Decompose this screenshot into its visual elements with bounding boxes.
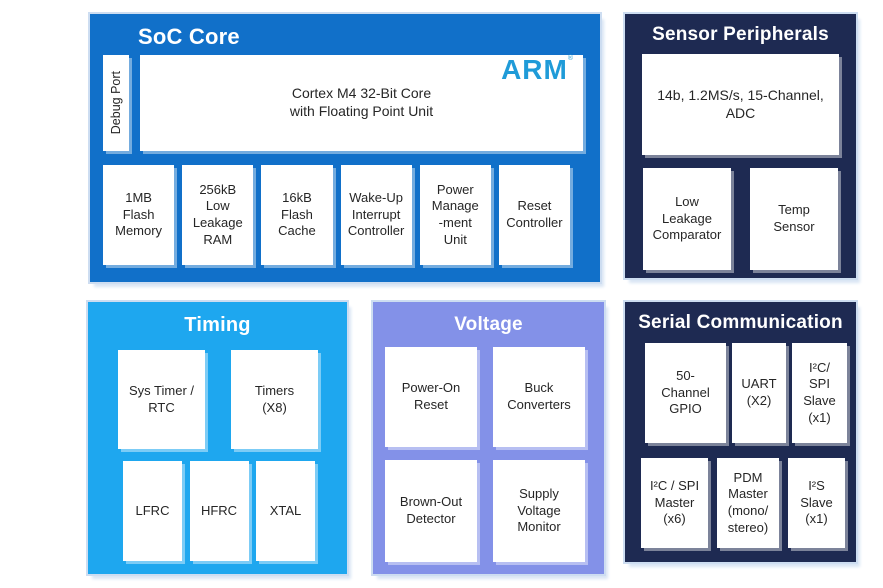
box-timers-x8: Timers (X8) [231, 350, 318, 449]
soc-core-cpu-row: Debug Port ARM® Cortex M4 32-Bit Core wi… [103, 54, 583, 151]
box-power-management-unit: Power Manage -ment Unit [419, 165, 491, 265]
box-256kb-low-leakage-ram: 256kB Low Leakage RAM [182, 165, 254, 265]
box-i2c-spi-slave: I²C/ SPI Slave (x1) [792, 343, 847, 443]
box-buck-converters: Buck Converters [493, 347, 585, 447]
arm-logo-text: ARM [501, 54, 568, 85]
serial-communication-title: Serial Communication [638, 312, 843, 333]
box-lfrc: LFRC [123, 461, 182, 561]
cortex-core-label: Cortex M4 32-Bit Core with Floating Poin… [289, 85, 434, 119]
box-16kb-flash-cache: 16kB Flash Cache [261, 165, 333, 265]
box-reset-controller: Reset Controller [498, 165, 571, 265]
arm-trademark-icon: ® [567, 55, 573, 62]
box-debug-port: Debug Port [103, 55, 129, 151]
box-i2c-spi-master: I²C / SPI Master (x6) [641, 458, 708, 548]
voltage-row-1: Power-On Reset Buck Converters [385, 347, 585, 447]
soc-core-title: SoC Core [138, 24, 240, 49]
box-i2s-slave: I²S Slave (x1) [788, 458, 845, 548]
debug-port-label: Debug Port [109, 71, 123, 135]
panel-timing: Timing Sys Timer / RTC Timers (X8) LFRC … [88, 302, 347, 574]
timing-row-2: LFRC HFRC XTAL [123, 461, 315, 561]
panel-voltage: Voltage Power-On Reset Buck Converters B… [373, 302, 604, 574]
timing-row-1: Sys Timer / RTC Timers (X8) [118, 350, 318, 449]
arm-logo: ARM® [501, 54, 573, 86]
box-sys-timer-rtc: Sys Timer / RTC [118, 350, 205, 449]
box-wake-up-interrupt-controller: Wake-Up Interrupt Controller [340, 165, 412, 265]
sensor-peripherals-row: Low Leakage Comparator Temp Sensor [643, 168, 838, 270]
box-50-channel-gpio: 50- Channel GPIO [645, 343, 726, 443]
voltage-row-2: Brown-Out Detector Supply Voltage Monito… [385, 460, 585, 562]
box-temp-sensor: Temp Sensor [750, 168, 838, 270]
box-hfrc: HFRC [189, 461, 249, 561]
serial-row-2: I²C / SPI Master (x6) PDM Master (mono/ … [641, 458, 845, 548]
box-adc: 14b, 1.2MS/s, 15-Channel, ADC [642, 54, 839, 155]
box-brown-out-detector: Brown-Out Detector [385, 460, 477, 562]
box-cortex-m4-core: ARM® Cortex M4 32-Bit Core with Floating… [140, 54, 583, 151]
box-supply-voltage-monitor: Supply Voltage Monitor [493, 460, 585, 562]
panel-sensor-peripherals: Sensor Peripherals 14b, 1.2MS/s, 15-Chan… [625, 14, 856, 278]
box-power-on-reset: Power-On Reset [385, 347, 477, 447]
panel-soc-core: SoC Core Debug Port ARM® Cortex M4 32-Bi… [90, 14, 600, 282]
soc-core-memory-row: 1MB Flash Memory 256kB Low Leakage RAM 1… [103, 165, 571, 265]
box-xtal: XTAL [256, 461, 315, 561]
serial-row-1: 50- Channel GPIO UART (X2) I²C/ SPI Slav… [645, 343, 847, 443]
panel-serial-communication: Serial Communication 50- Channel GPIO UA… [625, 302, 856, 562]
voltage-title: Voltage [454, 314, 523, 335]
box-1mb-flash-memory: 1MB Flash Memory [103, 165, 175, 265]
box-pdm-master: PDM Master (mono/ stereo) [717, 458, 779, 548]
box-uart-x2: UART (X2) [732, 343, 786, 443]
box-low-leakage-comparator: Low Leakage Comparator [643, 168, 731, 270]
sensor-peripherals-title: Sensor Peripherals [652, 24, 829, 45]
timing-title: Timing [184, 314, 251, 336]
